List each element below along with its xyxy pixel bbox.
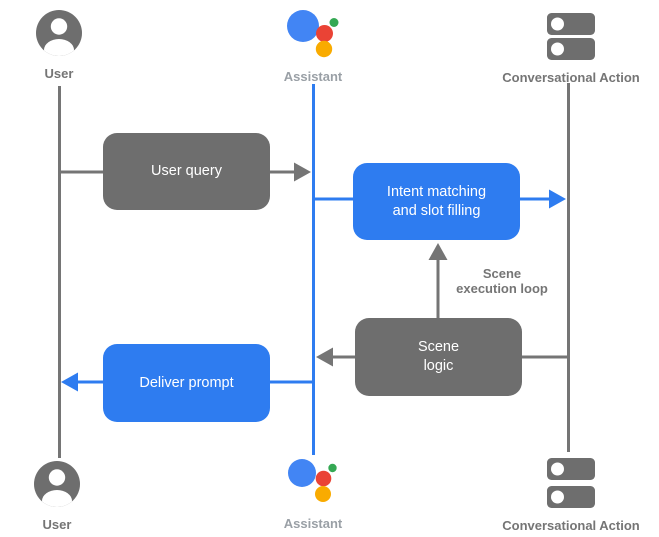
google-assistant-icon: [287, 458, 339, 511]
actor-conversational-action-label: Conversational Action: [502, 518, 640, 533]
actor-conversational-action-top: Conversational Action: [496, 13, 646, 85]
deliver-prompt-box: Deliver prompt: [103, 344, 270, 422]
actor-assistant-label: Assistant: [283, 516, 343, 531]
actor-conversational-action-bottom: Conversational Action: [496, 458, 646, 533]
deliver-prompt-box-label: Deliver prompt: [139, 374, 234, 391]
google-assistant-icon: [286, 9, 340, 64]
actor-assistant-top: Assistant: [263, 9, 363, 84]
server-icon: [547, 13, 595, 65]
deliver-prompt-arrowhead-icon: [61, 372, 78, 392]
intent-matching-box-line2: and slot filling: [392, 202, 481, 219]
scene-loop-arrowhead-icon: [428, 243, 448, 260]
person-icon: [34, 461, 80, 512]
intent-matching-box: Intent matching and slot filling: [353, 163, 520, 240]
user-query-box-label: User query: [151, 163, 222, 179]
scene-execution-loop-label: Scene execution loop: [432, 266, 572, 296]
actor-user-label: User: [44, 66, 74, 81]
scene-logic-box: Scene logic: [355, 318, 522, 396]
intent-matching-box-line1: Intent matching: [386, 183, 487, 200]
actor-assistant-bottom: Assistant: [263, 458, 363, 531]
person-icon: [36, 10, 82, 61]
user-query-box: User query: [103, 133, 270, 210]
user-query-arrowhead-icon: [294, 162, 311, 182]
actor-user-bottom: User: [17, 461, 97, 532]
scene-logic-box-line1: Scene: [417, 339, 460, 355]
actor-assistant-label: Assistant: [283, 69, 343, 84]
actor-user-top: User: [19, 10, 99, 81]
intent-to-action-arrowhead-icon: [549, 189, 566, 209]
scene-execution-loop-line2: execution loop: [456, 281, 548, 296]
scene-to-assistant-arrowhead-icon: [316, 347, 333, 367]
server-icon: [547, 458, 595, 513]
scene-logic-box-line2: logic: [423, 358, 454, 374]
scene-execution-loop-line1: Scene: [482, 266, 522, 281]
actor-conversational-action-label: Conversational Action: [502, 70, 640, 85]
actor-user-label: User: [42, 517, 72, 532]
